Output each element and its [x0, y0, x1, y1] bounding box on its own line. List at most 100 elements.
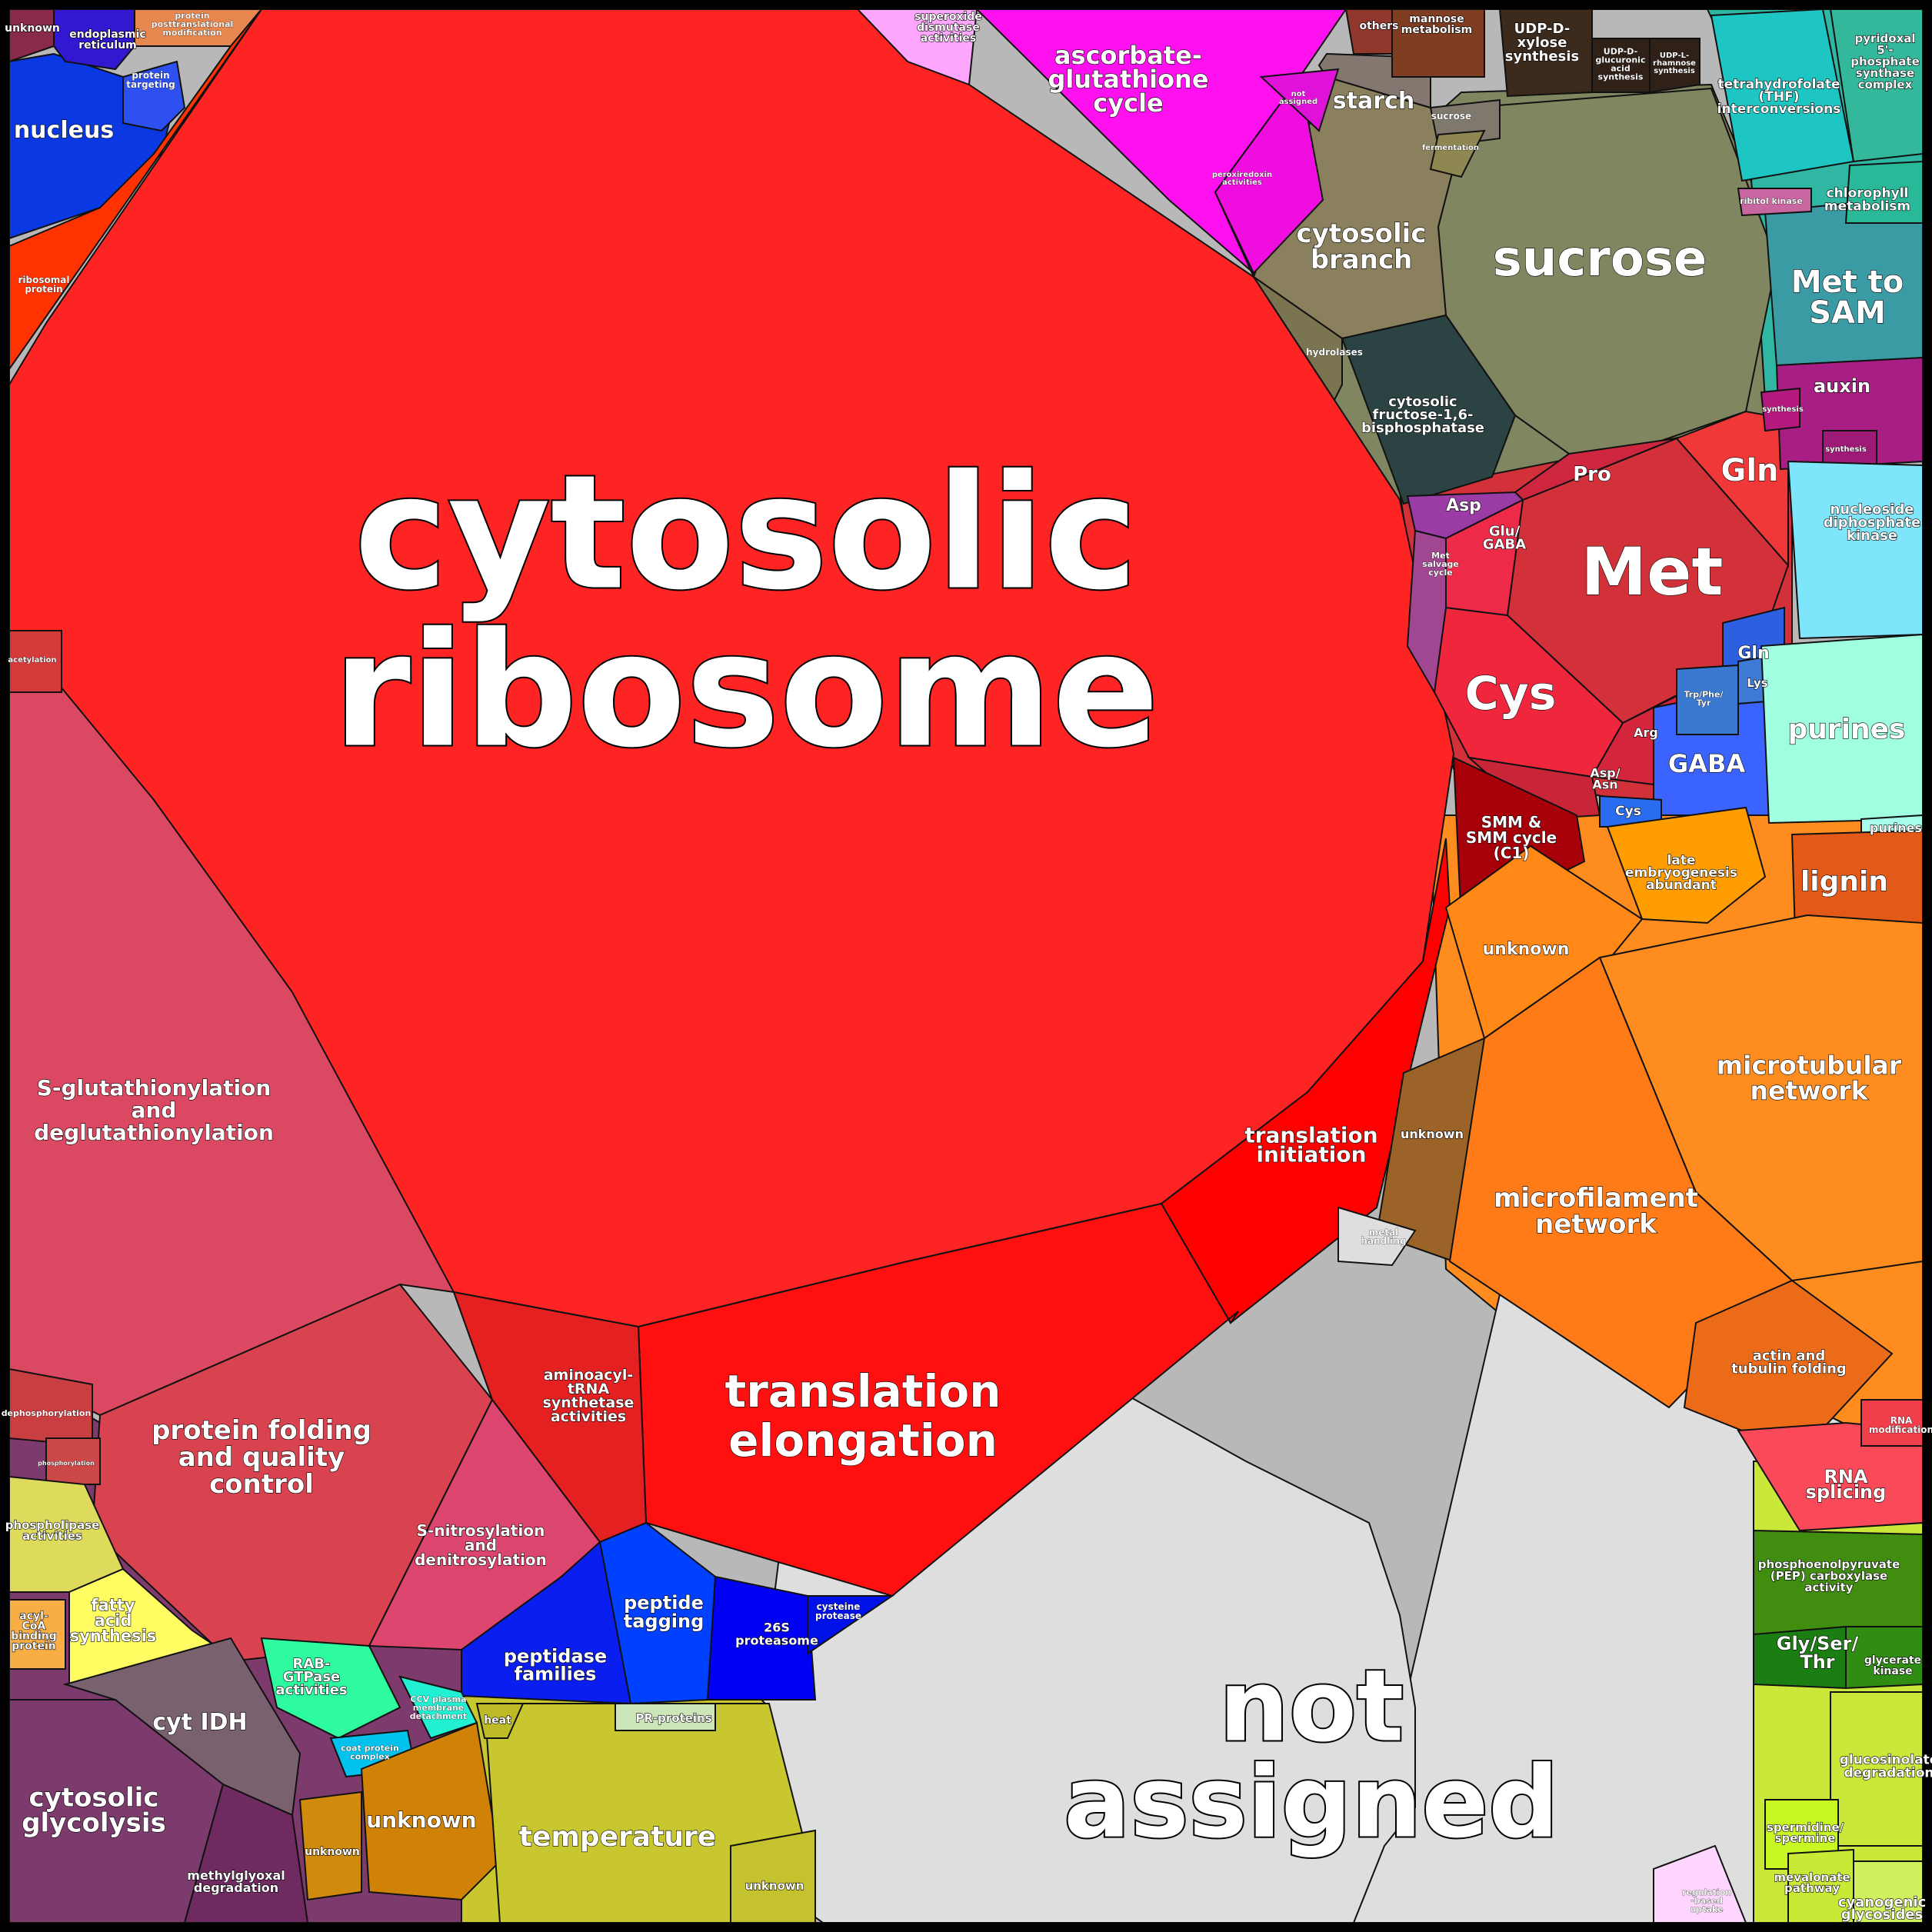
label-line: metabolism: [1824, 199, 1910, 215]
label-line: synthesis: [1654, 67, 1695, 75]
label-unknown-bottom: unknown: [366, 1807, 476, 1833]
label-line: SMM &: [1481, 813, 1542, 831]
label-gln-top: Gln: [1720, 453, 1778, 488]
cell-nucleoside: [1787, 460, 1924, 640]
cell-pr-proteins: [615, 1703, 716, 1731]
label-line: embryogenesis: [1625, 865, 1737, 881]
label-line: (PEP) carboxylase: [1770, 1569, 1887, 1583]
label-purines: purines: [1788, 714, 1906, 745]
label-heat: heat: [484, 1714, 511, 1727]
label-line: S-glutathionylation: [37, 1075, 271, 1101]
label-glu-gaba: Glu/GABA: [1483, 524, 1526, 553]
label-gaba: GABA: [1668, 749, 1745, 778]
label-line: rhamnose: [1653, 59, 1696, 68]
cell-actin: [1683, 1279, 1894, 1455]
label-line: GABA: [1483, 537, 1526, 553]
label-line: pyridoxal: [1854, 32, 1915, 45]
label-line: protein folding: [152, 1415, 371, 1446]
label-line: protease: [815, 1611, 861, 1621]
label-line: others: [1359, 20, 1398, 32]
label-line: Met to: [1791, 265, 1904, 300]
label-line: phosphoenolpyruvate: [1758, 1557, 1900, 1571]
label-thf: tetrahydrofolate(THF)interconversions: [1717, 77, 1841, 117]
label-line: tagging: [624, 1611, 705, 1632]
label-line: tRNA: [568, 1381, 610, 1397]
label-synthesis-a: synthesis: [1762, 405, 1804, 414]
label-line: Gln: [1737, 644, 1769, 663]
label-line: protein: [175, 11, 209, 21]
label-line: acid: [1611, 64, 1631, 74]
label-line: salvage: [1422, 559, 1459, 569]
label-line: sucrose: [1493, 231, 1707, 288]
label-line: S-nitrosylation: [417, 1521, 545, 1540]
label-line: 5'-: [1877, 43, 1893, 57]
cell-unknown-bottom: [360, 1721, 501, 1901]
label-line: kinase: [1847, 528, 1897, 544]
label-line: phospholipase: [5, 1518, 100, 1532]
label-line: complex: [1858, 78, 1913, 92]
cell-late-embryo: [1606, 806, 1767, 924]
label-line: UDP-L-: [1660, 52, 1689, 60]
label-line: PR-proteins: [635, 1711, 711, 1725]
label-line: fructose-1,6-: [1373, 407, 1474, 423]
label-nucleus: nucleus: [14, 117, 114, 144]
label-line: activities: [921, 32, 976, 45]
label-gln-small: Gln: [1737, 644, 1769, 663]
label-line: nucleoside: [1830, 501, 1914, 518]
label-line: -based: [1690, 1896, 1723, 1906]
label-pr-proteins: PR-proteins: [635, 1711, 711, 1725]
cell-unknown-bottom-small: [298, 1790, 362, 1901]
label-line: assigned: [1064, 1746, 1559, 1860]
label-line: synthetase: [543, 1394, 635, 1411]
label-line: SAM: [1809, 295, 1886, 331]
label-line: uptake: [1690, 1904, 1724, 1914]
label-line: synthesis: [1598, 72, 1644, 82]
label-line: complex: [350, 1752, 390, 1762]
label-line: unknown: [745, 1879, 804, 1893]
label-line: Asp/: [1590, 765, 1620, 780]
cell-proteasome: [706, 1575, 817, 1700]
label-line: hydrolases: [1306, 347, 1363, 358]
label-line: cycle: [1428, 568, 1452, 578]
label-line: acetylation: [8, 656, 56, 665]
label-synthesis-b: synthesis: [1825, 445, 1867, 454]
label-line: SMM cycle: [1466, 828, 1557, 847]
label-line: starch: [1333, 88, 1414, 115]
cell-trp: [1676, 664, 1739, 735]
label-line: glucuronic: [1596, 55, 1646, 65]
label-line: activities: [275, 1682, 347, 1698]
label-line: regulation: [1682, 1887, 1731, 1897]
label-line: modification: [1869, 1424, 1932, 1435]
label-line: proteasome: [735, 1633, 818, 1647]
label-line: xylose: [1517, 35, 1567, 51]
label-line: peptidase: [504, 1646, 607, 1667]
label-auxin: auxin: [1814, 375, 1870, 397]
label-line: aminoacyl-: [544, 1367, 634, 1384]
label-cyt-idh: cyt IDH: [152, 1709, 247, 1736]
label-met: Met: [1581, 534, 1723, 611]
label-line: cyanogenic: [1838, 1894, 1926, 1910]
label-line: Cys: [1465, 667, 1557, 721]
label-line: Trp/Phe/: [1684, 690, 1724, 700]
label-line: peroxiredoxin: [1212, 171, 1272, 179]
label-line: spermidine/: [1767, 1820, 1844, 1834]
